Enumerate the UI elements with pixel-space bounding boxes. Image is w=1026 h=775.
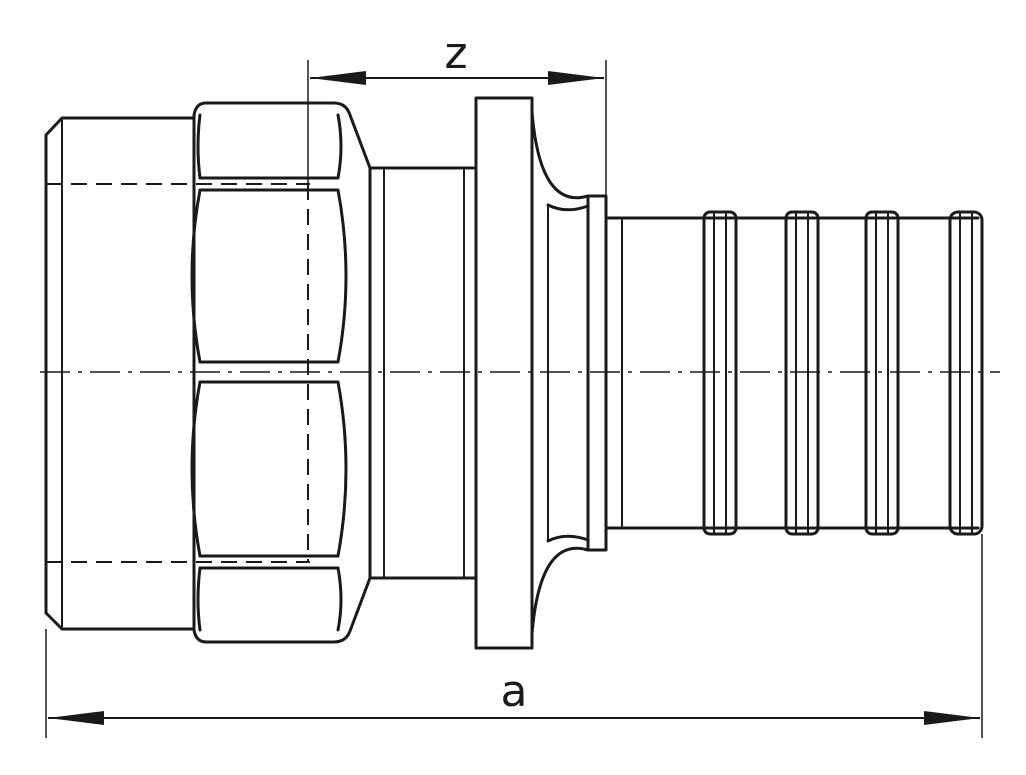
barbed-insert <box>604 210 984 536</box>
a-arrow-right-icon <box>924 711 980 725</box>
z-arrow-right-icon <box>548 71 604 85</box>
flange-collar <box>474 96 534 650</box>
barb-end <box>948 210 984 536</box>
stop-ring <box>586 194 608 552</box>
hex-nut <box>190 101 372 644</box>
a-arrow-left-icon <box>48 711 104 725</box>
barb-3 <box>864 210 900 536</box>
transition <box>530 110 590 636</box>
dimension-a: a <box>45 534 983 738</box>
dimension-z: z <box>307 28 607 196</box>
threaded-end <box>44 116 310 631</box>
barb-2 <box>784 210 820 536</box>
z-dimension-label: z <box>444 28 467 79</box>
barb-1 <box>702 210 738 536</box>
z-arrow-left-icon <box>310 71 366 85</box>
body-neck <box>368 166 478 580</box>
a-dimension-label: a <box>501 666 528 717</box>
